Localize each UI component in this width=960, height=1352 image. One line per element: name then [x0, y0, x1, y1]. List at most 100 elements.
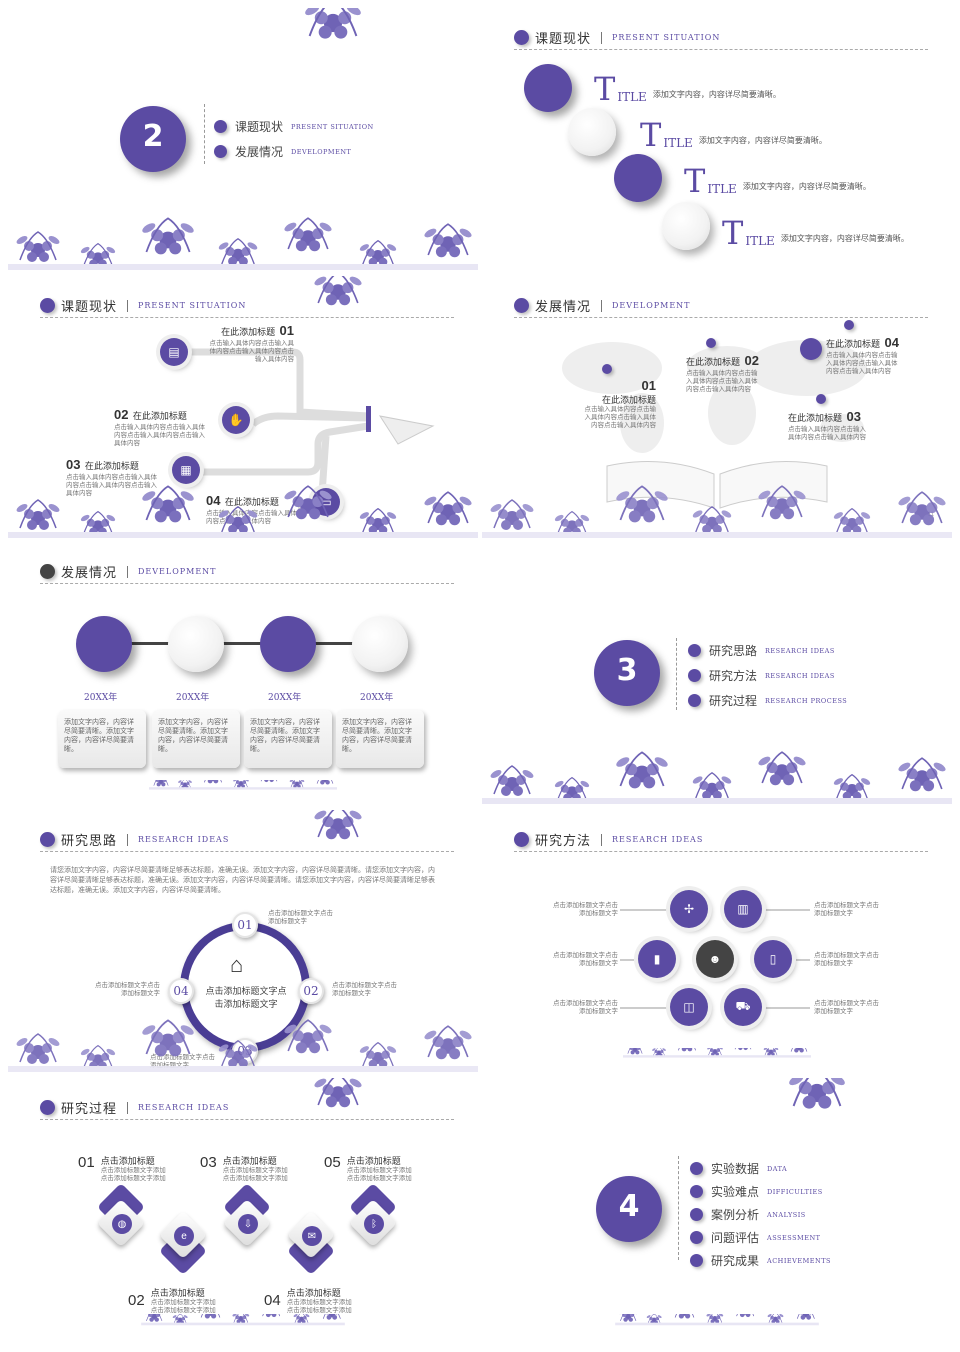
- section-number-circle: [120, 106, 186, 172]
- menu-item-process[interactable]: 研究过程 RESEARCH PROCESS: [688, 692, 847, 709]
- item-body: 点击输入具体内容点击输入具体内容点击输入具体内容点击输入具体内容: [584, 406, 657, 429]
- bullet-icon: [40, 298, 55, 313]
- item-number: 05: [324, 1154, 341, 1171]
- item-body: 点击添加标题文字添加点击添加标题文字添加: [150, 1299, 216, 1314]
- item-title: 点击添加标题: [346, 1156, 401, 1166]
- item-title: 在此添加标题: [826, 339, 881, 349]
- ring-node-02[interactable]: 02: [298, 978, 324, 1004]
- header-rule: [40, 851, 454, 852]
- header-rule: [514, 317, 928, 318]
- header-subtitle: RESEARCH IDEAS: [138, 1103, 230, 1112]
- icon-document[interactable]: ▤: [160, 338, 188, 366]
- intro-paragraph: 请您添加文字内容，内容详尽简要清晰足够表达标题，准确无误。添加文字内容，内容详尽…: [50, 867, 435, 894]
- building-icon[interactable]: ▮: [638, 940, 676, 978]
- map-pin[interactable]: [844, 320, 854, 330]
- timeline-node-1[interactable]: [76, 616, 132, 672]
- section-number-circle: [596, 1176, 662, 1242]
- bullet-icon: [514, 832, 529, 847]
- map-pin[interactable]: [602, 364, 612, 374]
- item-number: 04: [206, 493, 221, 508]
- person-icon[interactable]: ☻: [696, 940, 734, 978]
- title-desc: 添加文字内容，内容详尽简要清晰。: [652, 90, 781, 99]
- menu-label: 研究思路: [709, 644, 758, 658]
- floral-border: [482, 1048, 952, 1072]
- item-body: 点击输入具体内容点击输入具体内容点击输入具体内容点击输入具体内容: [826, 352, 898, 375]
- timeline-node-3[interactable]: [260, 616, 316, 672]
- item-title: 在此添加标题: [788, 413, 843, 423]
- title-desc: 添加文字内容，内容详尽简要清晰。: [780, 234, 909, 243]
- bullet-icon: [690, 1185, 703, 1198]
- map-pin[interactable]: [816, 394, 826, 404]
- menu-label-en: ANALYSIS: [767, 1210, 806, 1219]
- item-title: 在此添加标题: [84, 461, 139, 471]
- floral-decoration-top: [786, 1078, 848, 1110]
- timeline-card: 添加文字内容，内容详尽简要清晰。添加文字内容，内容详尽简要清晰。: [152, 710, 240, 768]
- item-body: 点击输入具体内容点击输入具体内容点击输入具体内容点击输入具体内容: [209, 340, 295, 363]
- icon-chart[interactable]: ▦: [172, 456, 200, 484]
- browser-icon: e: [174, 1226, 194, 1246]
- circle-1: [524, 64, 572, 112]
- title-rest: ITLE: [663, 136, 693, 150]
- header-title: 研究方法: [535, 833, 592, 848]
- item-title: 在此添加标题: [132, 411, 187, 421]
- floral-decoration-top: [312, 810, 364, 841]
- header-subtitle: RESEARCH IDEAS: [138, 835, 230, 844]
- header-rule: [514, 851, 928, 852]
- header-subtitle: DEVELOPMENT: [612, 301, 691, 310]
- wind-turbine-icon[interactable]: ✢: [670, 890, 708, 928]
- media-icon[interactable]: ◫: [670, 988, 708, 1026]
- item-title: 在此添加标题: [224, 497, 279, 507]
- ring-node-04[interactable]: 04: [168, 978, 194, 1004]
- download-icon: ⇩: [238, 1214, 258, 1234]
- flow-item-2: 02 在此添加标题点击输入具体内容点击输入具体内容点击输入具体内容点击输入具体内…: [114, 406, 206, 448]
- menu-label-en: RESEARCH PROCESS: [765, 696, 848, 705]
- menu-label: 课题现状: [235, 120, 284, 134]
- cart-icon[interactable]: ⛟: [724, 988, 762, 1026]
- house-icon: ⌂: [230, 952, 244, 977]
- ring-caption: 点击添加标题文字点击添加标题文字: [268, 910, 333, 925]
- menu-label: 研究过程: [709, 694, 758, 708]
- title-initial: T: [722, 214, 744, 252]
- world-map: [562, 340, 867, 453]
- timeline-node-4[interactable]: [352, 616, 408, 672]
- menu-label: 实验数据: [711, 1162, 760, 1176]
- menu-label-en: DIFFICULTIES: [767, 1187, 823, 1196]
- icon-handshake[interactable]: ✋: [222, 406, 250, 434]
- menu-label: 实验难点: [711, 1185, 760, 1199]
- ring-node-01[interactable]: 01: [232, 912, 258, 938]
- bar-chart-icon[interactable]: ▥: [724, 890, 762, 928]
- timeline-node-2[interactable]: [168, 616, 224, 672]
- map-pin[interactable]: [706, 338, 716, 348]
- title-desc: 添加文字内容，内容详尽简要清晰。: [742, 182, 871, 191]
- ring-caption: 点击添加标题文字点击添加标题文字: [150, 1054, 215, 1069]
- menu-item-difficulties[interactable]: 实验难点 DIFFICULTIES: [690, 1183, 831, 1200]
- bullet-icon: [40, 1100, 55, 1115]
- bullet-icon: [514, 30, 529, 45]
- mobile-icon[interactable]: ▯: [754, 940, 792, 978]
- section-number: 2: [142, 119, 164, 154]
- header-title: 课题现状: [61, 299, 118, 314]
- circle-3: [614, 154, 662, 202]
- section-number: 3: [616, 653, 638, 688]
- item-body: 点击输入具体内容点击输入具体内容点击输入具体内容点击输入具体内容: [114, 424, 205, 447]
